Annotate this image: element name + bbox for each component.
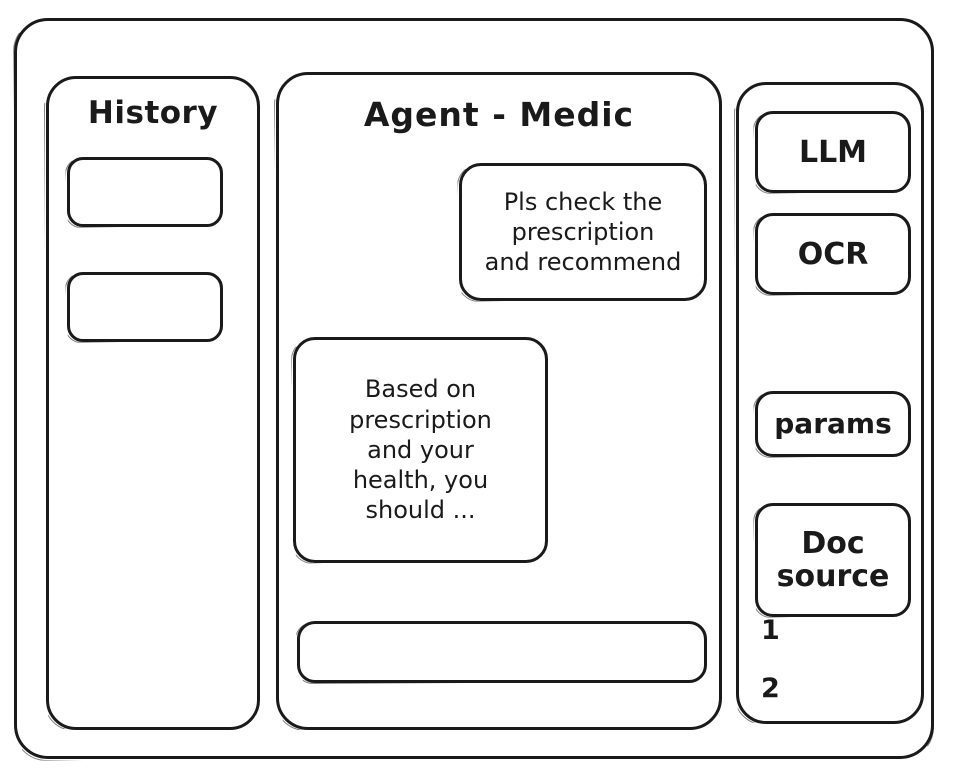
agent-panel-title: Agent - Medic: [363, 95, 635, 134]
tool-ocr-label: OCR: [797, 236, 869, 272]
history-list-item[interactable]: [67, 157, 223, 227]
tool-doc-source-button[interactable]: Doc source: [755, 503, 911, 617]
tool-llm-label: LLM: [798, 134, 868, 170]
assistant-message-bubble: Based on prescription and your health, y…: [293, 337, 548, 563]
assistant-message-text: Based on prescription and your health, y…: [349, 375, 492, 525]
tool-params-label: params: [774, 406, 892, 440]
tool-llm-button[interactable]: LLM: [755, 111, 911, 193]
message-composer[interactable]: [297, 621, 707, 683]
user-message-bubble: Pls check the prescription and recommend: [459, 163, 707, 301]
history-list-item[interactable]: [67, 272, 223, 342]
message-input[interactable]: [300, 624, 704, 680]
doc-source-list-item[interactable]: 1: [761, 615, 780, 646]
doc-source-list-item[interactable]: 2: [761, 673, 780, 704]
tool-params-button[interactable]: params: [755, 391, 911, 457]
history-panel-title: History: [87, 95, 219, 131]
tool-ocr-button[interactable]: OCR: [755, 213, 911, 295]
tools-panel: LLM OCR params Doc source 1 2: [736, 82, 924, 724]
agent-chat-panel: Agent - Medic Pls check the prescription…: [276, 72, 722, 730]
user-message-text: Pls check the prescription and recommend: [484, 187, 682, 277]
tool-doc-source-label: Doc source: [776, 526, 890, 594]
history-panel: History: [46, 76, 260, 730]
